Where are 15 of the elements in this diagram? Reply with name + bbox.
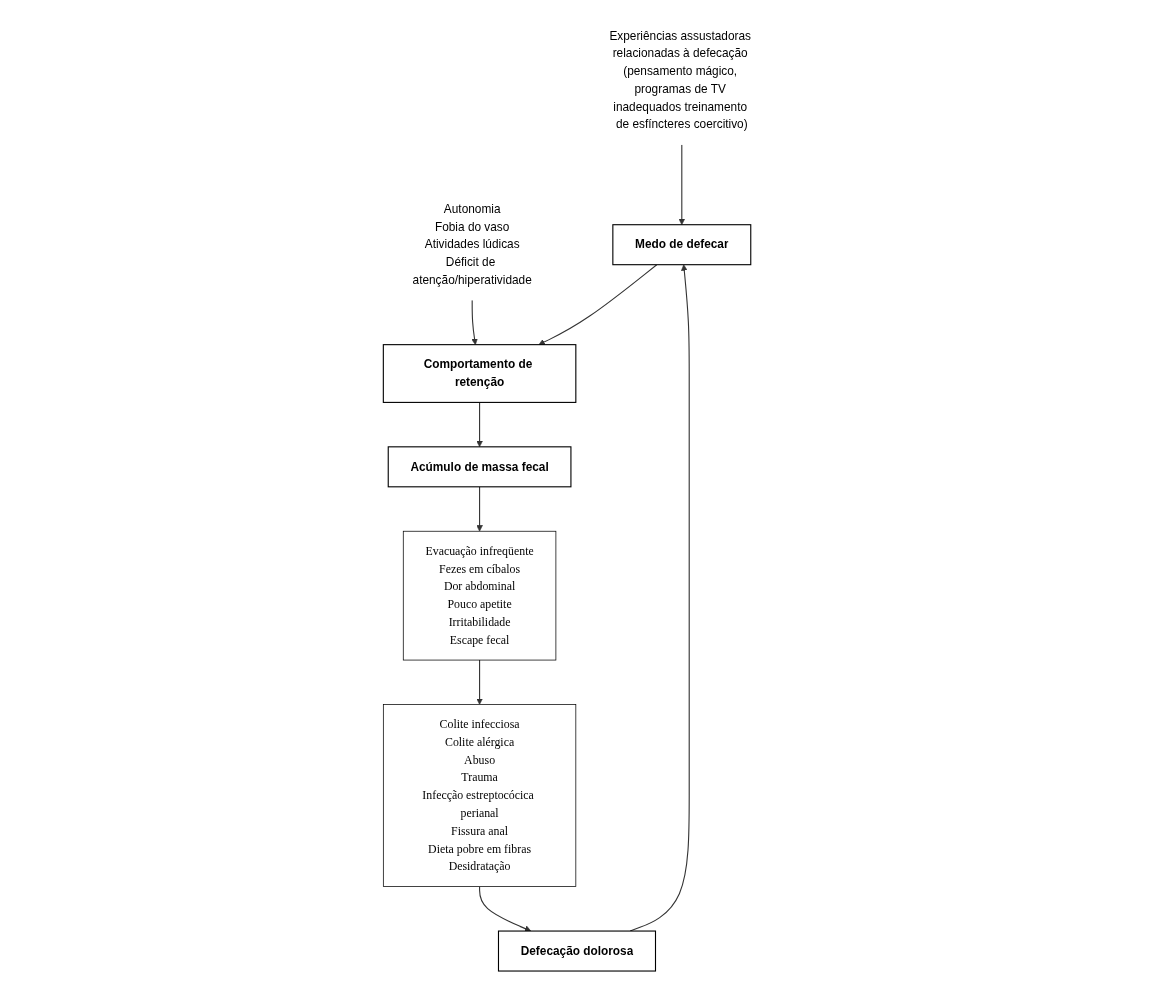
arrow xyxy=(470,299,478,345)
node-box: Defecação dolorosa xyxy=(497,930,656,972)
arrow xyxy=(478,886,531,932)
node-text: Experiências assustadoras relacionadas à defecação (pensamento mágico, programas de TV inadequados treinamento de esfíncteres coercitivo) xyxy=(608,29,751,131)
node-box: Acúmulo de massa fecal xyxy=(387,446,571,488)
arrow xyxy=(475,401,483,448)
arrow xyxy=(475,659,483,705)
node-box: Colite infecciosa Colite alérgica Abuso Trauma Infecção estreptocócica perianal Fissura anal Dieta pobre em fibras Desidratação xyxy=(382,704,576,887)
arrow xyxy=(475,486,483,532)
node-box: Comportamento de retenção xyxy=(382,344,576,403)
node-text: Autonomia Fobia do vaso Atividades lúdicas Déficit de atenção/hiperatividade xyxy=(412,202,532,287)
arrow xyxy=(538,264,657,346)
arrow xyxy=(678,144,685,226)
node-box: Medo de defecar xyxy=(611,224,751,266)
node-box: Evacuação infreqüente Fezes em cíbalos Dor abdominal Pouco apetite Irritabilidade Escape fecal xyxy=(402,530,556,661)
